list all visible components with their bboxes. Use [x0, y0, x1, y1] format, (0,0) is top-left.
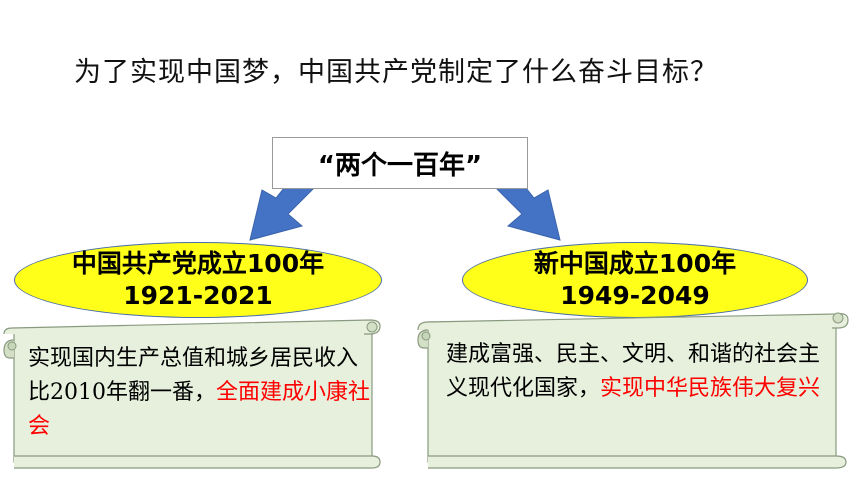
right-goal-text-black: 建成富强、民主、文明、和谐的社会主义现代化国家，: [446, 342, 821, 401]
left-goal-years: 1921-2021: [123, 281, 273, 310]
left-goal-description: 实现国内生产总值和城乡居民收入比2010年翻一番，全面建成小康社会: [28, 342, 372, 444]
right-goal-years: 1949-2049: [560, 281, 710, 310]
left-goal-text-black: 实现国内生产总值和城乡居民收入比2010年翻一番，: [28, 346, 359, 405]
left-goal-title: 中国共产党成立100年: [71, 249, 325, 278]
right-goal-oval: 新中国成立100年 1949-2049: [462, 242, 808, 318]
left-goal-text-red: 全面建成小康社会: [28, 380, 371, 439]
two-centenary-goals-box: “两个一百年”: [272, 137, 528, 189]
question-heading: 为了实现中国梦，中国共产党制定了什么奋斗目标？: [74, 57, 718, 88]
right-goal-text-red: 实现中华民族伟大复兴: [600, 376, 821, 401]
right-goal-description: 建成富强、民主、文明、和谐的社会主义现代化国家，实现中华民族伟大复兴: [446, 338, 830, 406]
center-label: “两个一百年”: [317, 150, 483, 181]
left-scroll-icon: [3, 319, 381, 469]
right-scroll-icon: [417, 312, 849, 469]
right-goal-title: 新中国成立100年: [533, 249, 737, 278]
left-goal-oval: 中国共产党成立100年 1921-2021: [14, 242, 382, 318]
